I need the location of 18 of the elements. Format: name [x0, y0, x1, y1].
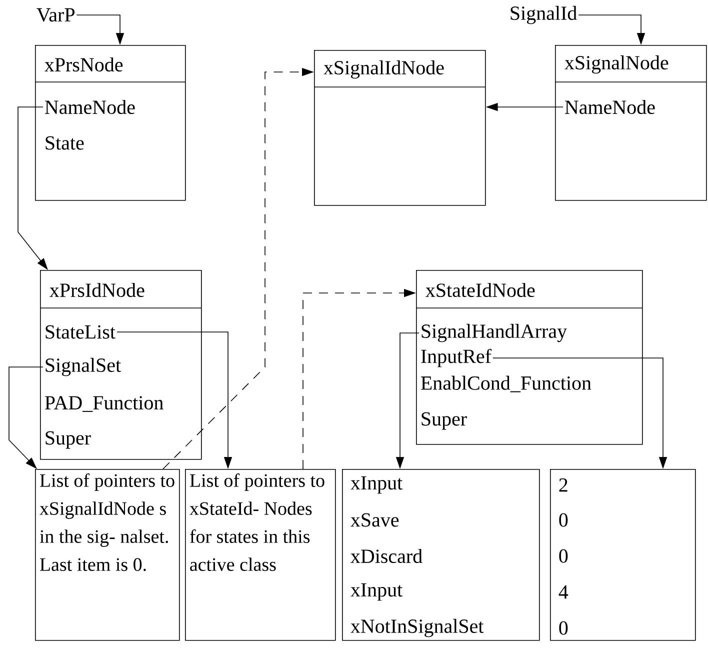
record-box: xSignalIdNode — [314, 50, 486, 206]
field-label: NameNode — [44, 100, 135, 114]
field-label: Super — [422, 412, 467, 430]
text-box: List of pointers to xSignalIdNode s in the sig- nalset. Last item is 0. — [35, 469, 180, 641]
text-box: List of pointers to xStateId- Nodes for states in this active class — [185, 469, 336, 641]
list-box: 2 0 0 4 0 — [550, 469, 696, 641]
list-box: xInput xSave xDiscard xInput xNotInSignalSet — [342, 469, 540, 641]
field-label: SignalHandlArray — [422, 324, 567, 342]
pointer-label: SignalId — [510, 6, 577, 24]
field-label: State — [46, 136, 84, 150]
field-label: NameNode — [565, 100, 655, 114]
field-label: PAD_Function — [44, 396, 164, 412]
field-label: InputRef — [421, 348, 492, 368]
pointer-label: VarP — [36, 8, 74, 22]
field-label: SignalSet — [46, 358, 121, 376]
field-label: Super — [46, 431, 91, 449]
field-label: StateList — [46, 325, 116, 339]
field-label: EnablCond_Function — [421, 376, 592, 392]
